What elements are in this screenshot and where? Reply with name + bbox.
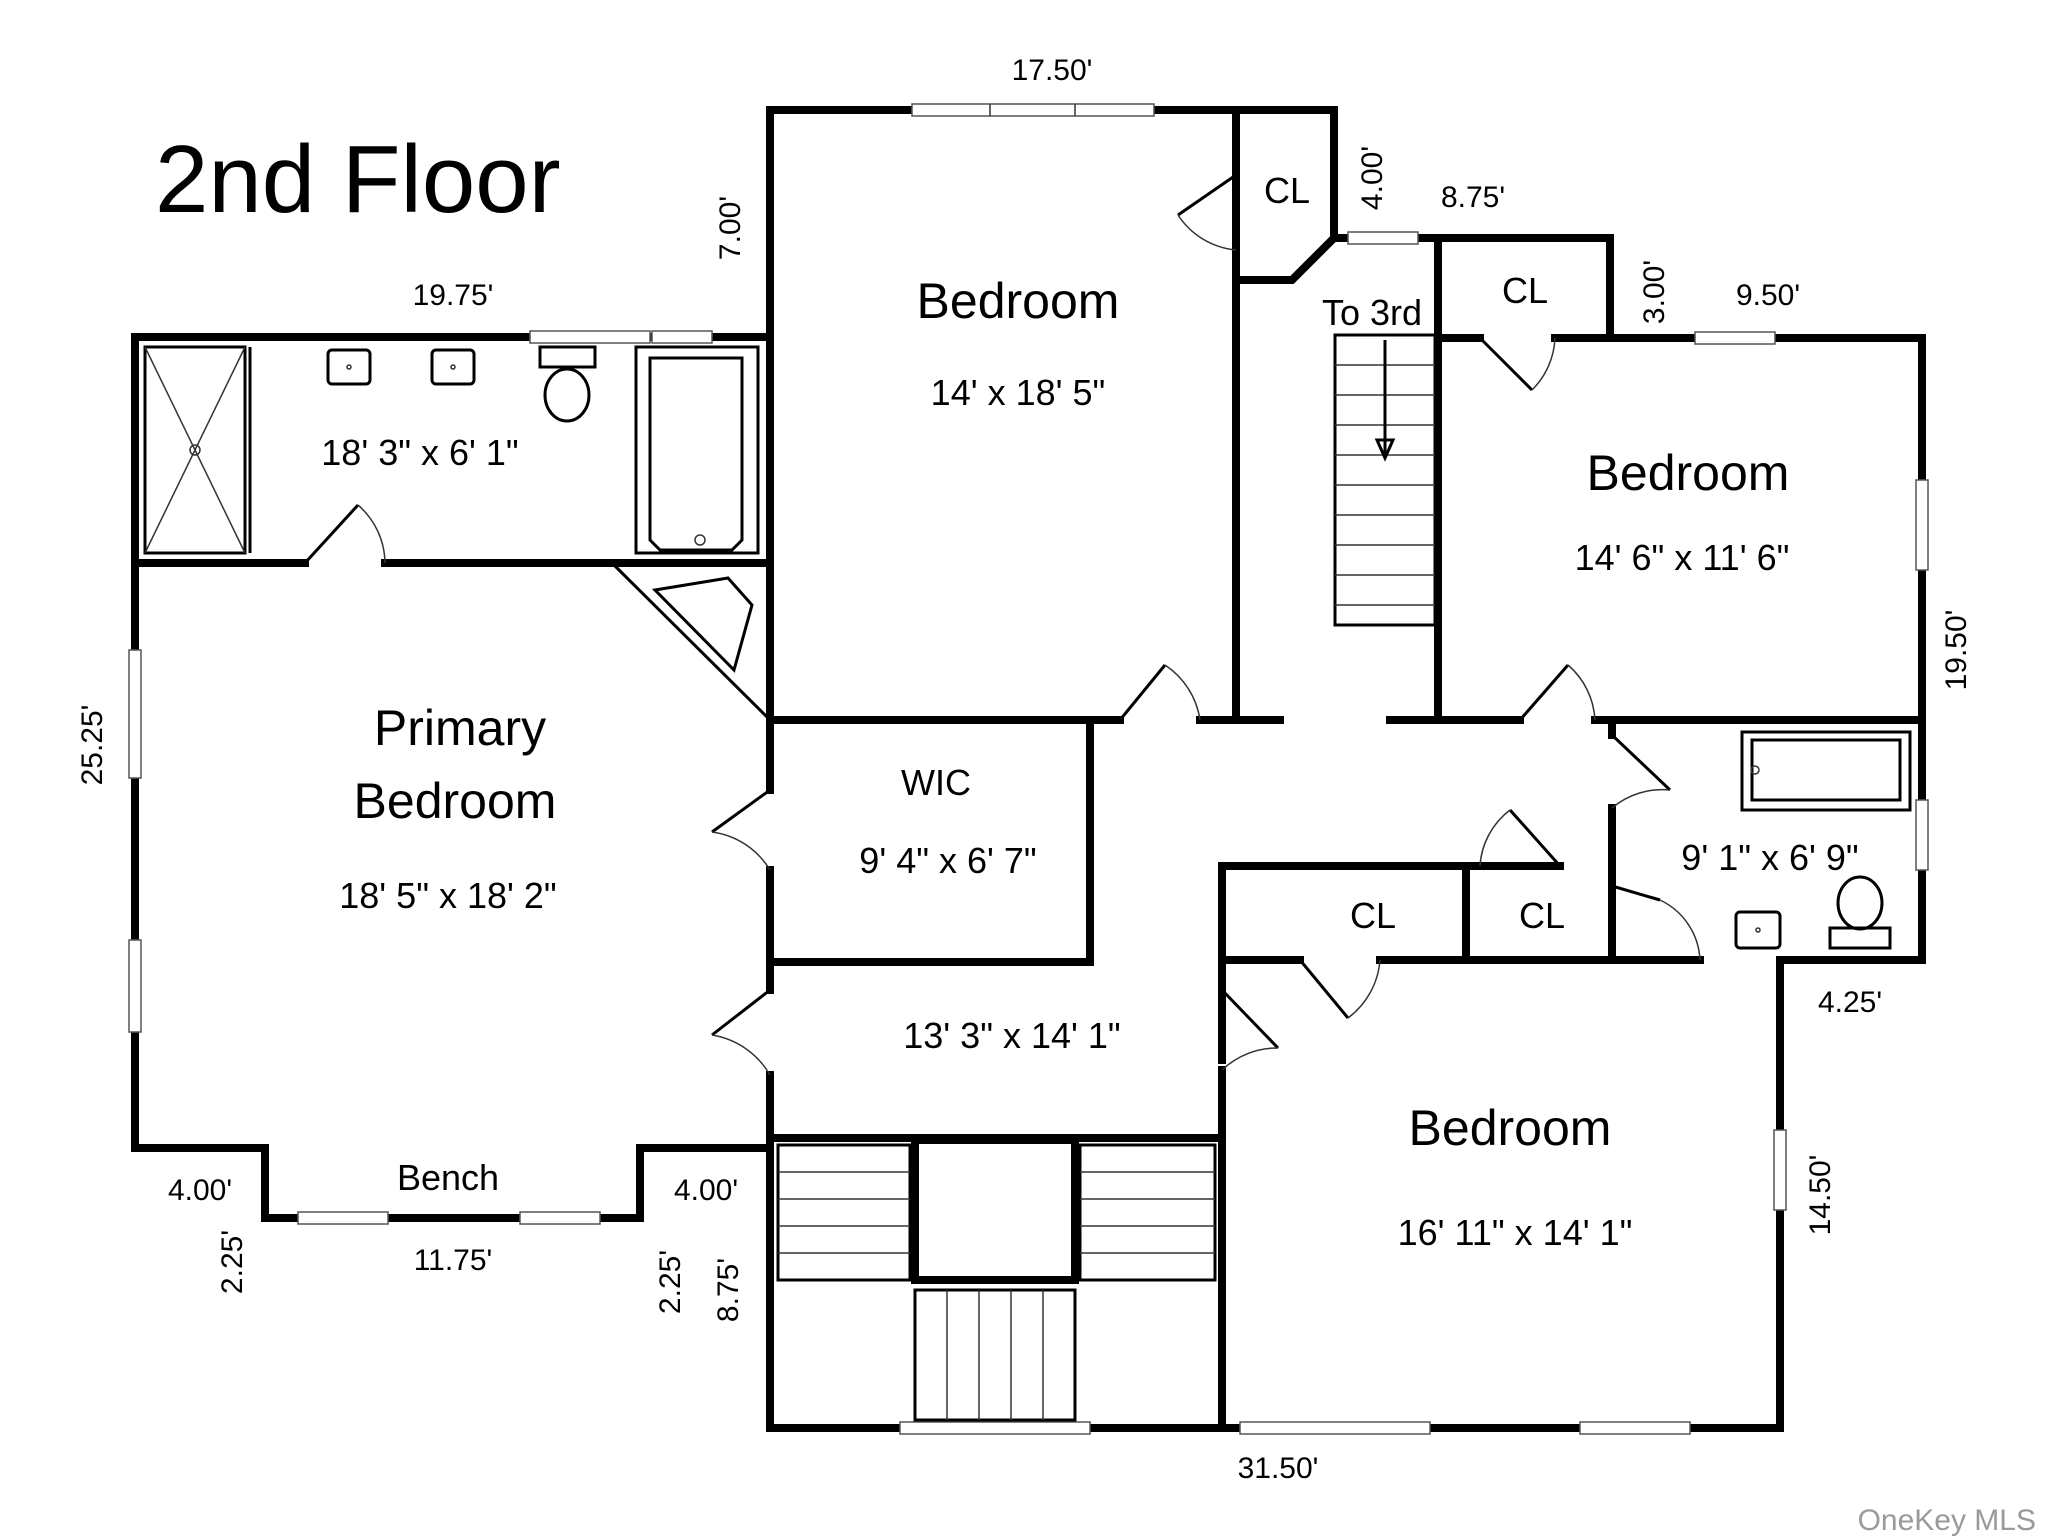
measure-stair-bay-width: 8.75'	[1441, 181, 1505, 214]
room-size-wic: 9' 4" x 6' 7"	[859, 840, 1036, 881]
room-name-bedroom-top: Bedroom	[917, 273, 1120, 329]
windows	[128, 103, 1929, 1435]
bathtub-icon	[634, 345, 760, 555]
room-name-primary-line2: Bedroom	[354, 773, 557, 829]
measure-bench-right-depth: 2.25'	[654, 1250, 687, 1314]
fixtures	[143, 345, 1912, 950]
measure-notch-height: 7.00'	[714, 196, 747, 260]
room-name-bench: Bench	[397, 1157, 499, 1198]
stairs	[776, 333, 1437, 1422]
watermark: OneKey MLS	[1858, 1504, 2036, 1536]
room-size-primary: 18' 5" x 18' 2"	[339, 875, 556, 916]
corner-closet-icon	[610, 561, 772, 722]
measure-right-notch-width: 4.25'	[1818, 986, 1882, 1019]
room-name-cl-right: CL	[1502, 270, 1548, 311]
room-size-hall: 13' 3" x 14' 1"	[903, 1015, 1120, 1056]
room-size-primary-bath: 18' 3" x 6' 1"	[321, 432, 518, 473]
room-name-bedroom-bottom: Bedroom	[1409, 1100, 1612, 1156]
measure-bench-width: 11.75'	[414, 1244, 493, 1277]
measure-bench-left-return: 4.00'	[168, 1174, 232, 1207]
room-name-wic: WIC	[901, 762, 971, 803]
measure-lower-right-height: 14.50'	[1804, 1155, 1837, 1236]
room-size-bedroom-right: 14' 6" x 11' 6"	[1575, 537, 1790, 578]
measure-left-wall-height: 25.25'	[76, 705, 109, 786]
room-name-cl-lower-right: CL	[1519, 895, 1565, 936]
sink-icon	[1734, 910, 1782, 950]
room-size-bath2: 9' 1" x 6' 9"	[1681, 837, 1858, 878]
sink-icon	[430, 348, 476, 386]
room-size-bedroom-bottom: 16' 11" x 14' 1"	[1398, 1212, 1633, 1253]
sink-icon	[326, 348, 372, 386]
shower-icon	[143, 345, 247, 555]
room-labels: 2nd Floor Bedroom 14' x 18' 5" Bedroom 1…	[155, 126, 1859, 1253]
measure-right-wall-height: 19.50'	[1940, 610, 1973, 691]
page-title: 2nd Floor	[155, 126, 561, 233]
measure-top-bedroom-width: 17.50'	[1012, 54, 1093, 87]
room-name-primary-line1: Primary	[374, 700, 546, 756]
measurements: 17.50' 19.75' 8.75' 9.50' 4.00' 4.00' 11…	[76, 54, 1973, 1485]
room-name-cl-top: CL	[1264, 170, 1310, 211]
doors	[303, 173, 1701, 1076]
measure-left-upper-width: 19.75'	[413, 279, 494, 312]
stairs-label: To 3rd	[1322, 292, 1422, 333]
toilet-icon	[1828, 875, 1892, 950]
room-name-cl-lower-left: CL	[1350, 895, 1396, 936]
measure-bench-right-return: 4.00'	[674, 1174, 738, 1207]
measure-bench-left-depth: 2.25'	[216, 1230, 249, 1294]
measure-bottom-width: 31.50'	[1238, 1452, 1319, 1485]
toilet-icon	[538, 345, 597, 423]
bathtub-icon	[1740, 730, 1912, 812]
room-size-bedroom-top: 14' x 18' 5"	[931, 372, 1106, 413]
measure-closet-wall-height: 4.00'	[1356, 146, 1389, 210]
measure-right-bedroom-width: 9.50'	[1736, 279, 1800, 312]
measure-right-step-height: 3.00'	[1638, 260, 1671, 324]
room-name-bedroom-right: Bedroom	[1587, 445, 1790, 501]
interior-walls	[131, 106, 1926, 1432]
measure-foyer-depth: 8.75'	[712, 1258, 745, 1322]
